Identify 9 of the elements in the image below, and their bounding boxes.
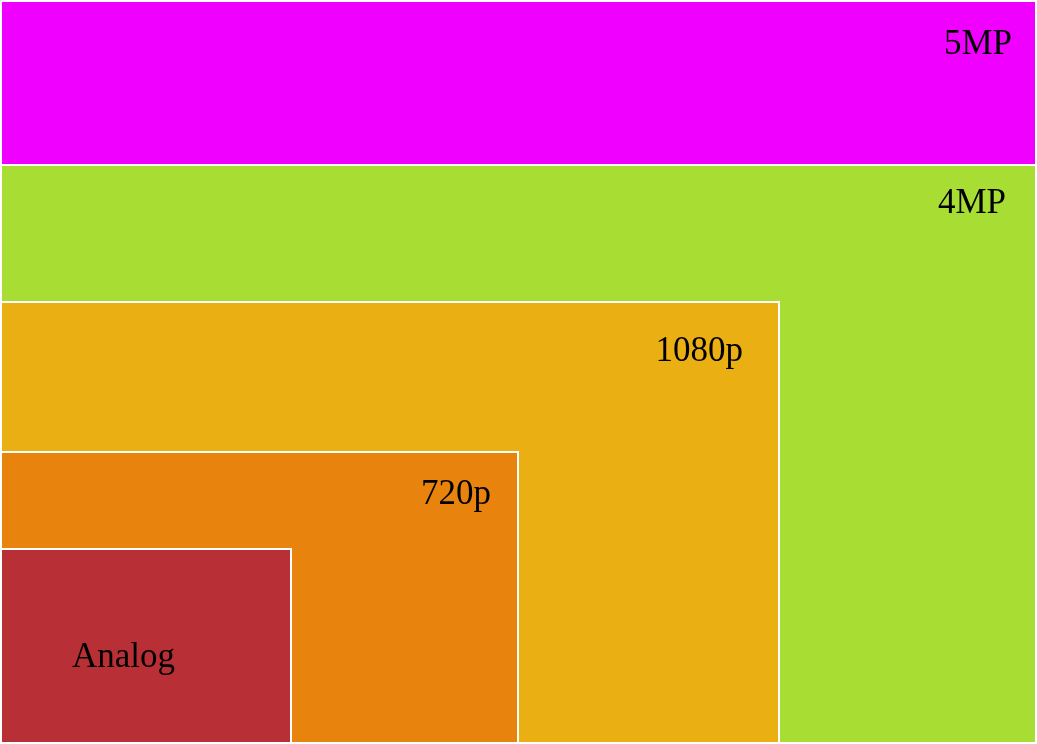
resolution-box — [2, 548, 292, 742]
resolution-box — [2, 301, 780, 742]
resolution-label: 5MP — [943, 25, 1012, 60]
resolution-label: 4MP — [937, 184, 1006, 219]
resolution-box — [2, 164, 1035, 742]
resolution-label: 1080p — [655, 332, 743, 367]
resolution-box — [2, 451, 519, 742]
resolution-label: 720p — [421, 475, 491, 510]
resolution-label: Analog — [72, 638, 176, 673]
